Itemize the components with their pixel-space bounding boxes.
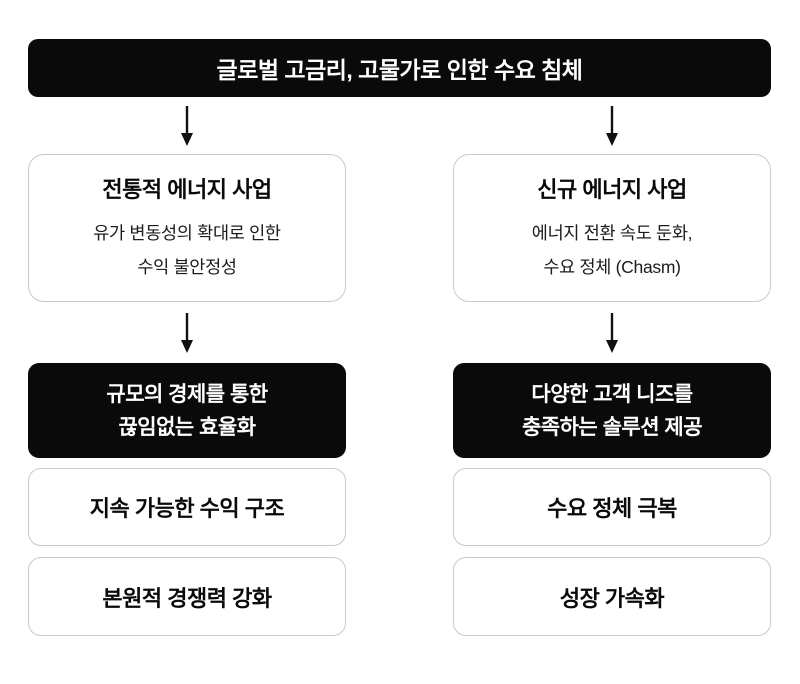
down-arrow-icon <box>181 312 193 353</box>
arrow-zone <box>178 97 196 154</box>
arrow-zone <box>603 302 621 363</box>
header-box: 글로벌 고금리, 고물가로 인한 수요 침체 <box>28 39 771 97</box>
info-box-new: 신규 에너지 사업 에너지 전환 속도 둔화, 수요 정체 (Chasm) <box>453 154 771 302</box>
strategy-line: 끊임없는 효율화 <box>118 415 256 439</box>
info-box-subtitle: 유가 변동성의 확대로 인한 수익 불안정성 <box>93 216 281 284</box>
outcome-label: 수요 정체 극복 <box>547 496 677 521</box>
outcome-label: 지속 가능한 수익 구조 <box>89 496 285 521</box>
outcome-box: 성장 가속화 <box>453 557 771 636</box>
strategy-box-new: 다양한 고객 니즈를 충족하는 솔루션 제공 <box>453 363 771 458</box>
down-arrow-icon <box>181 105 193 146</box>
header-title: 글로벌 고금리, 고물가로 인한 수요 침체 <box>216 57 583 83</box>
strategy-line: 충족하는 솔루션 제공 <box>521 415 703 439</box>
info-box-traditional: 전통적 에너지 사업 유가 변동성의 확대로 인한 수익 불안정성 <box>28 154 346 302</box>
outcome-box: 지속 가능한 수익 구조 <box>28 468 346 546</box>
outcome-label: 성장 가속화 <box>559 585 665 611</box>
strategy-line: 다양한 고객 니즈를 <box>531 382 693 406</box>
info-box-title: 신규 에너지 사업 <box>537 177 687 202</box>
down-arrow-icon <box>606 312 618 353</box>
subtitle-line: 수요 정체 (Chasm) <box>543 257 681 277</box>
info-box-title: 전통적 에너지 사업 <box>102 177 272 202</box>
strategy-line: 규모의 경제를 통한 <box>106 382 268 406</box>
subtitle-line: 에너지 전환 속도 둔화, <box>531 223 693 243</box>
column-traditional-energy: 전통적 에너지 사업 유가 변동성의 확대로 인한 수익 불안정성 규모의 경제… <box>28 97 346 636</box>
outcome-box: 본원적 경쟁력 강화 <box>28 557 346 636</box>
outcome-label: 본원적 경쟁력 강화 <box>102 585 272 611</box>
strategy-box-traditional: 규모의 경제를 통한 끊임없는 효율화 <box>28 363 346 458</box>
outcome-box: 수요 정체 극복 <box>453 468 771 546</box>
arrow-zone <box>603 97 621 154</box>
columns-container: 전통적 에너지 사업 유가 변동성의 확대로 인한 수익 불안정성 규모의 경제… <box>28 97 771 636</box>
arrow-zone <box>178 302 196 363</box>
column-new-energy: 신규 에너지 사업 에너지 전환 속도 둔화, 수요 정체 (Chasm) 다양… <box>453 97 771 636</box>
down-arrow-icon <box>606 105 618 146</box>
info-box-subtitle: 에너지 전환 속도 둔화, 수요 정체 (Chasm) <box>531 216 693 284</box>
subtitle-line: 유가 변동성의 확대로 인한 <box>93 223 281 243</box>
subtitle-line: 수익 불안정성 <box>137 257 237 277</box>
